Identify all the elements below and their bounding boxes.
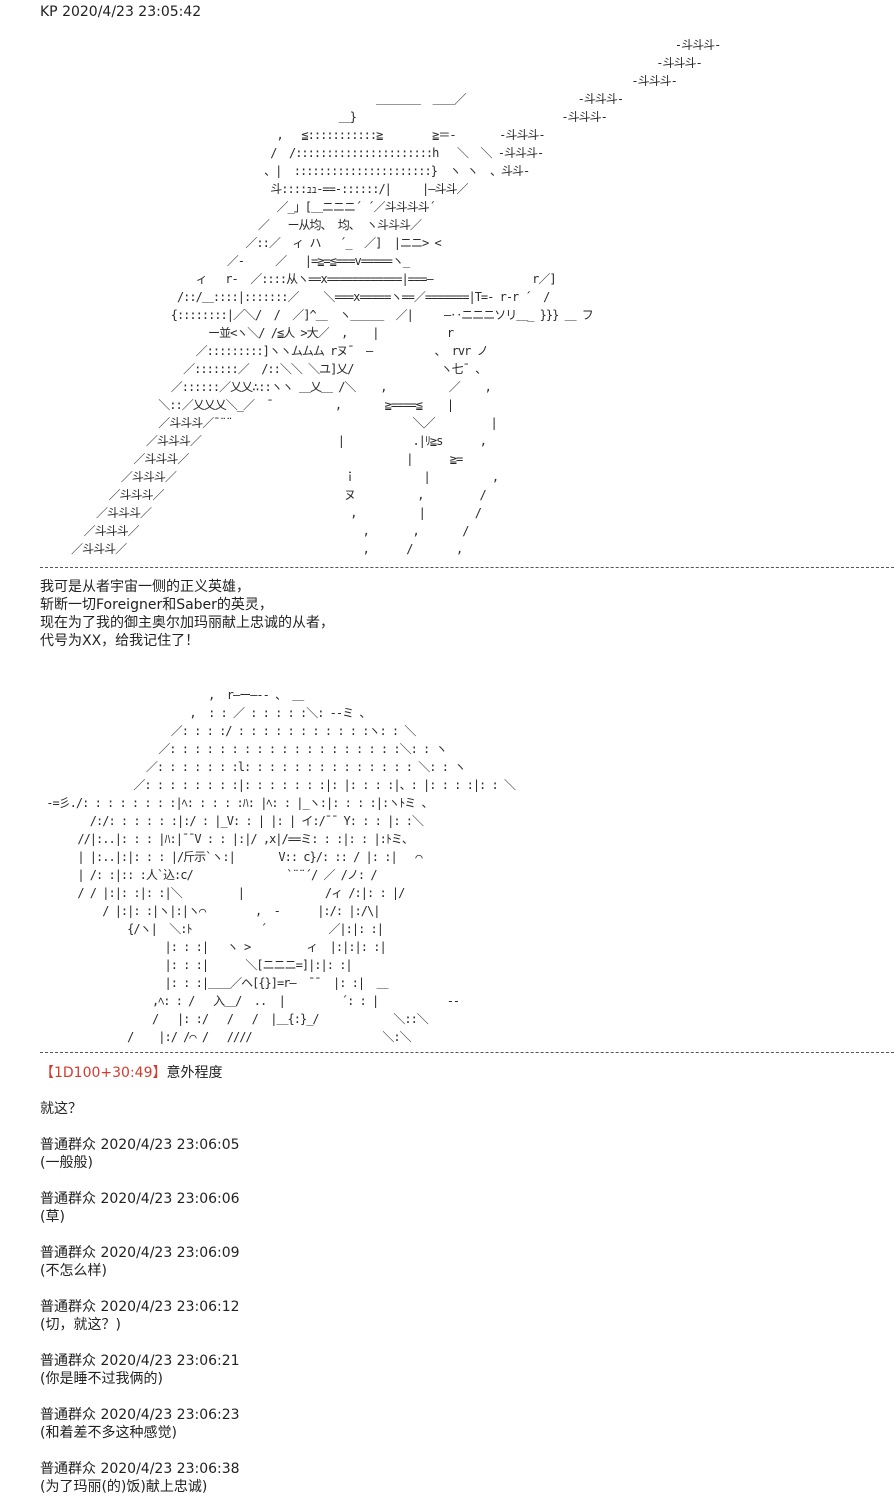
dice-result: 【1D100+30:49】 <box>40 1065 167 1081</box>
comment-meta: 普通群众 2020/4/23 23:06:21 <box>40 1353 240 1369</box>
reply-text: 就这？ <box>40 1101 82 1117</box>
comment-text: (不怎么样) <box>40 1263 107 1279</box>
post-header: KP 2020/4/23 23:05:42 <box>40 4 202 20</box>
intro-line: 代号为XX，给我记住了！ <box>40 633 200 649</box>
comment-meta: 普通群众 2020/4/23 23:06:38 <box>40 1461 240 1477</box>
comment-meta: 普通群众 2020/4/23 23:06:05 <box>40 1137 240 1153</box>
divider <box>40 567 894 568</box>
comment-meta: 普通群众 2020/4/23 23:06:23 <box>40 1407 240 1423</box>
comment-text: (你是睡不过我俩的) <box>40 1371 163 1387</box>
dice-roll: 【1D100+30:49】意外程度 <box>40 1064 223 1082</box>
comment-meta: 普通群众 2020/4/23 23:06:12 <box>40 1299 240 1315</box>
intro-line: 我可是从者宇宙一侧的正义英雄， <box>40 579 250 595</box>
ascii-art-knight: -斗斗斗- -斗斗斗- <box>71 38 721 556</box>
comment-meta: 普通群众 2020/4/23 23:06:09 <box>40 1245 240 1261</box>
dice-label: 意外程度 <box>166 1065 223 1081</box>
comment-meta: 普通群众 2020/4/23 23:06:06 <box>40 1191 240 1207</box>
comment-text: (为了玛丽(的)饭)献上忠诚) <box>40 1479 208 1495</box>
comment-text: (草) <box>40 1209 65 1225</box>
intro-line: 斩断一切Foreigner和Saber的英灵， <box>40 597 273 613</box>
ascii-art-girl: , r―ー―-- 、 ＿ , : : ／ : : : : :＼: --ミ 、 ／… <box>46 688 516 1044</box>
comment-text: (和着差不多这种感觉) <box>40 1425 177 1441</box>
comment-text: (一般般) <box>40 1155 93 1171</box>
intro-line: 现在为了我的御主奥尔加玛丽献上忠诚的从者， <box>40 615 334 631</box>
divider <box>40 1052 894 1053</box>
comment-text: (切，就这？) <box>40 1317 121 1333</box>
